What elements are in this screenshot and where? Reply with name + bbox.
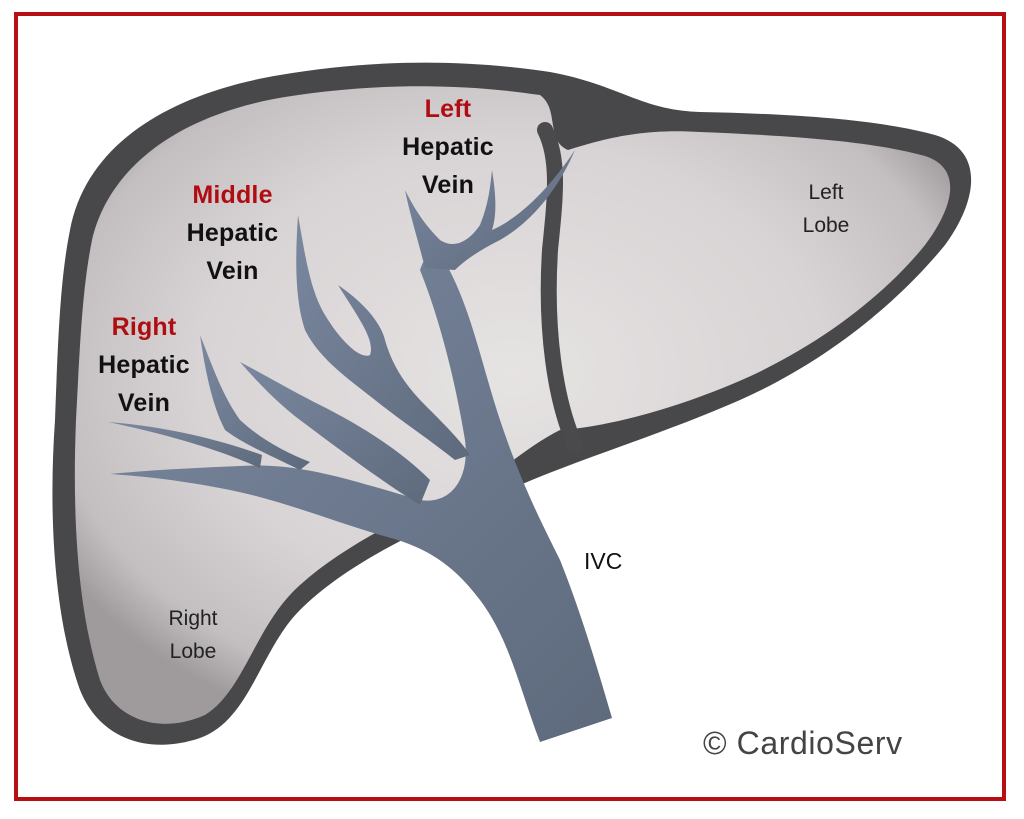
middle-hepatic-vein-line1: Hepatic (186, 219, 279, 247)
right-lobe-line2: Lobe (169, 640, 217, 663)
ivc-vessel (110, 250, 612, 742)
middle-hepatic-vein-label: Middle Hepatic Vein (170, 176, 295, 290)
right-hepatic-vein-line1: Hepatic (98, 351, 190, 379)
left-hepatic-vein-name: Left (424, 95, 472, 123)
right-hepatic-vein (240, 362, 430, 505)
ivc-label: IVC (584, 548, 623, 574)
right-hepatic-vein-name: Right (111, 313, 177, 341)
left-lobe-line2: Lobe (802, 214, 850, 237)
left-lobe-line1: Left (808, 181, 844, 204)
right-hepatic-vein-label: Right Hepatic Vein (84, 308, 204, 422)
lobe-boundary (537, 122, 583, 453)
left-lobe-label: Left Lobe (786, 176, 866, 242)
left-hepatic-vein (405, 150, 575, 270)
left-hepatic-vein-label: Left Hepatic Vein (388, 90, 508, 204)
middle-hepatic-vein (296, 215, 470, 460)
right-lobe-line1: Right (168, 607, 218, 630)
liver-body (74, 86, 951, 724)
right-hepatic-vein-lower (108, 422, 262, 468)
right-hepatic-vein-line2: Vein (117, 389, 171, 417)
left-hepatic-vein-line2: Vein (421, 171, 475, 199)
right-lobe-label: Right Lobe (150, 602, 236, 668)
middle-hepatic-vein-name: Middle (192, 181, 273, 209)
hepatic-vein-tree (108, 150, 612, 742)
copyright-text: © CardioServ (703, 725, 903, 761)
right-hepatic-vein-upper (200, 335, 310, 470)
left-hepatic-vein-line1: Hepatic (402, 133, 494, 161)
middle-hepatic-vein-line2: Vein (206, 257, 259, 285)
